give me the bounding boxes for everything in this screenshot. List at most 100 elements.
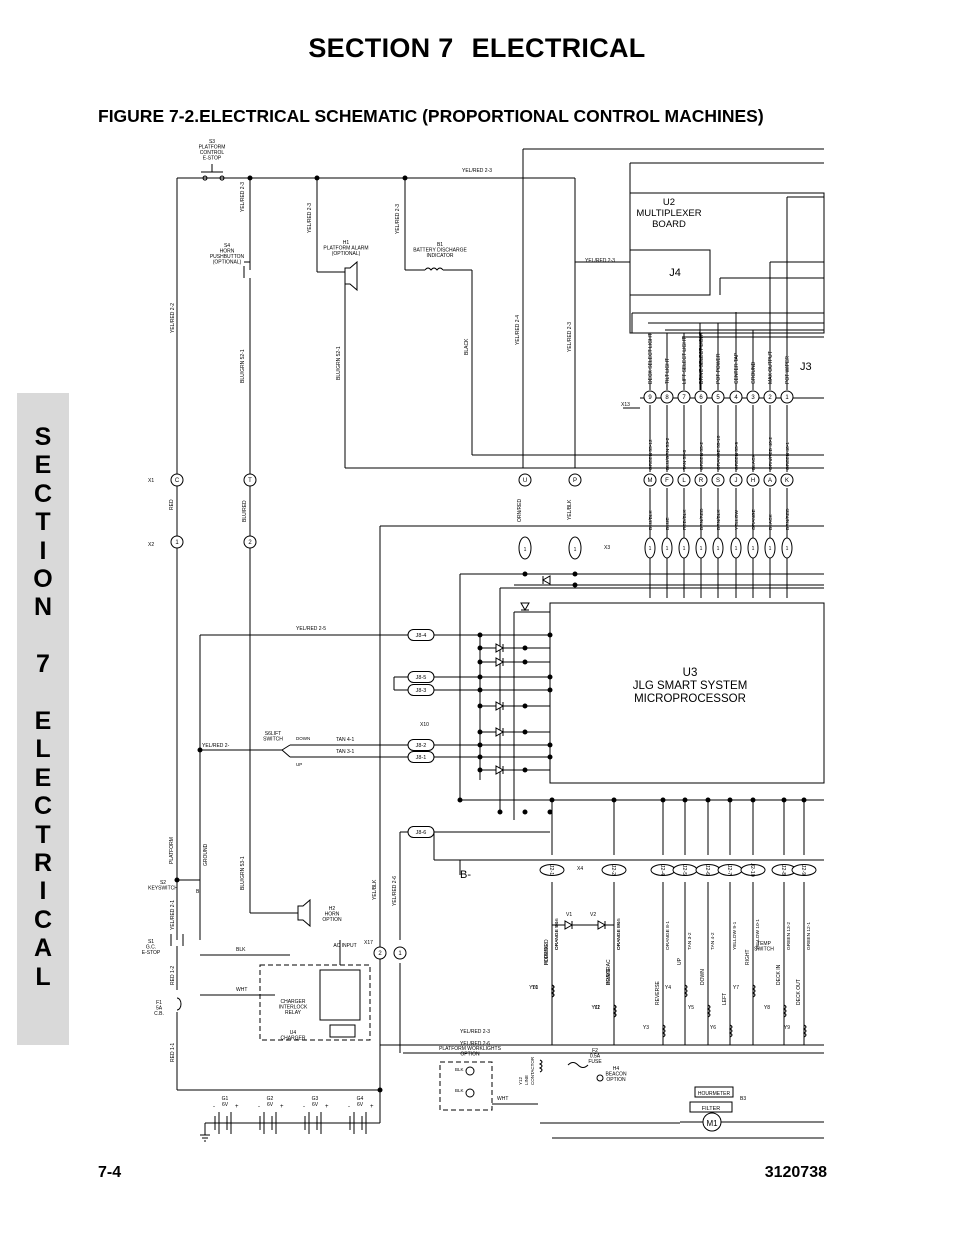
connector-label: J8-1 bbox=[416, 755, 427, 761]
figure-title: FIGURE 7-2.ELECTRICAL SCHEMATIC (PROPORT… bbox=[98, 106, 764, 126]
hourmeter-box bbox=[694, 1086, 734, 1098]
side-tab-letter: N bbox=[33, 593, 53, 622]
x1-pin bbox=[711, 473, 725, 487]
wire-label: YEL/RED 2-3 bbox=[240, 182, 246, 212]
s6-lift-switch-label: SWITCH bbox=[263, 737, 283, 743]
connector-pin-label: 6 bbox=[699, 395, 703, 401]
junction-dot bbox=[781, 797, 787, 803]
connector-label: J8-6 bbox=[416, 830, 427, 836]
charger-relay-label: CHARGER bbox=[280, 999, 305, 1005]
connector-label: J8-2 bbox=[416, 743, 427, 749]
wire-label: BLU/GRN 52-1 bbox=[240, 349, 246, 383]
h2-label: H2 bbox=[329, 906, 336, 912]
diode bbox=[495, 701, 505, 711]
connector-pin-label: F bbox=[665, 478, 669, 484]
s4-label: S4 bbox=[224, 243, 230, 249]
j4-label: J4 bbox=[669, 267, 681, 279]
junction-dot bbox=[477, 674, 483, 680]
j3-wire-label: TAN 55-8 bbox=[682, 449, 688, 470]
j2-connector: J2-5 bbox=[672, 864, 698, 876]
h1-label: PLATFORM ALARM bbox=[323, 246, 368, 252]
side-tab-letter: O bbox=[33, 565, 53, 593]
temp-switch-label: TEMP bbox=[757, 941, 772, 947]
wire-label: BLACK bbox=[464, 338, 470, 355]
x1-pin bbox=[780, 473, 794, 487]
horn-icon bbox=[297, 898, 311, 928]
x1-wire-label: BLACK bbox=[768, 513, 774, 530]
connector-label: J8-3 bbox=[416, 688, 427, 694]
j8-connector: J8-2 bbox=[407, 739, 435, 751]
wire-label-ornred: ORN/RED bbox=[517, 499, 523, 522]
valve-name: BRAKE bbox=[606, 967, 612, 985]
s3-switch bbox=[201, 164, 225, 181]
battery-terminal: - bbox=[348, 1104, 350, 1110]
f2-label: FUSE bbox=[588, 1059, 602, 1065]
diode bbox=[520, 602, 530, 612]
j2-connector: J2-1 bbox=[539, 864, 565, 876]
charger-transformer bbox=[319, 969, 361, 1021]
x3-pin-label: 1 bbox=[666, 546, 669, 552]
h4-label: H4 bbox=[613, 1066, 620, 1072]
valve-name: RIGHT bbox=[745, 949, 751, 965]
s3-label: E-STOP bbox=[203, 156, 222, 162]
s3-label: S3 bbox=[209, 139, 215, 145]
j2-connector: J2-4 bbox=[650, 864, 676, 876]
diode-symbol bbox=[495, 643, 505, 653]
battery-voltage: 6V bbox=[312, 1102, 319, 1108]
valve-id: Y6 bbox=[710, 1025, 716, 1031]
junction-dot bbox=[402, 175, 408, 181]
f2-fuse bbox=[567, 1062, 589, 1068]
x3-connector bbox=[644, 537, 656, 559]
x1-pin bbox=[518, 473, 532, 487]
x1-label: X1 bbox=[148, 478, 154, 484]
connector-pin-label: 4 bbox=[734, 395, 738, 401]
valve-name: HI DRIVE bbox=[544, 943, 550, 965]
x1-wire-label: ORANGE bbox=[751, 509, 757, 530]
connector-body bbox=[407, 671, 435, 683]
side-tab-letter: C bbox=[33, 905, 53, 934]
connector-pin-label: 2 bbox=[248, 540, 252, 546]
connector-body bbox=[764, 537, 776, 559]
battery-voltage: 6V bbox=[267, 1102, 274, 1108]
side-tab-letter: C bbox=[33, 479, 53, 508]
worklight-lamp bbox=[465, 1088, 475, 1098]
s2-label: S2 bbox=[160, 880, 166, 886]
document-number: 3120738 bbox=[764, 1164, 827, 1181]
ac-input-label: AC INPUT bbox=[333, 943, 356, 949]
x17-pin bbox=[393, 946, 407, 960]
s1-label: E-STOP bbox=[142, 950, 161, 956]
x10-label: X10 bbox=[420, 722, 429, 728]
x3-pin-label: 1 bbox=[786, 546, 789, 552]
connector-pin-label: M bbox=[648, 478, 653, 484]
wire-label: YEL/RED 2-4 bbox=[515, 315, 521, 345]
connector-body bbox=[695, 537, 707, 559]
f2-label: 0.5A bbox=[590, 1054, 601, 1060]
wire-label: WHT bbox=[236, 987, 247, 993]
ground-symbol bbox=[200, 1123, 210, 1142]
temp-switch-label: SWITCH bbox=[754, 947, 774, 953]
diode-symbol bbox=[495, 765, 505, 775]
connector-pin-label: 1 bbox=[785, 395, 789, 401]
valve-id: Y8 bbox=[764, 1005, 770, 1011]
junction-dot bbox=[314, 175, 320, 181]
wire-label: YEL/RED 2-6 bbox=[460, 1041, 490, 1047]
s6-lift-switch-label: S6LIFT bbox=[265, 731, 281, 737]
b1-label: BATTERY DISCHARGE bbox=[413, 248, 467, 254]
side-tab-letter: E bbox=[34, 707, 52, 735]
x3-connector bbox=[518, 536, 532, 560]
schematic-wires bbox=[176, 148, 824, 1139]
j2-connector: J2-2 bbox=[601, 864, 627, 876]
junction-dot bbox=[522, 571, 528, 577]
u4-label: U4 bbox=[290, 1030, 297, 1036]
valve-coil bbox=[782, 1004, 787, 1018]
j2-connector: J2-7 bbox=[717, 864, 743, 876]
valve-id: Y5 bbox=[688, 1005, 694, 1011]
connector-body bbox=[740, 864, 766, 876]
valve-wire-label: ORANGE 7-1 bbox=[554, 921, 560, 950]
junction-dot bbox=[457, 797, 463, 803]
x17-pin bbox=[373, 946, 387, 960]
valve-name: DECK OUT bbox=[796, 979, 802, 1005]
valve-wire-label: GREEN 13-2 bbox=[786, 922, 792, 950]
junction-dot bbox=[727, 797, 733, 803]
